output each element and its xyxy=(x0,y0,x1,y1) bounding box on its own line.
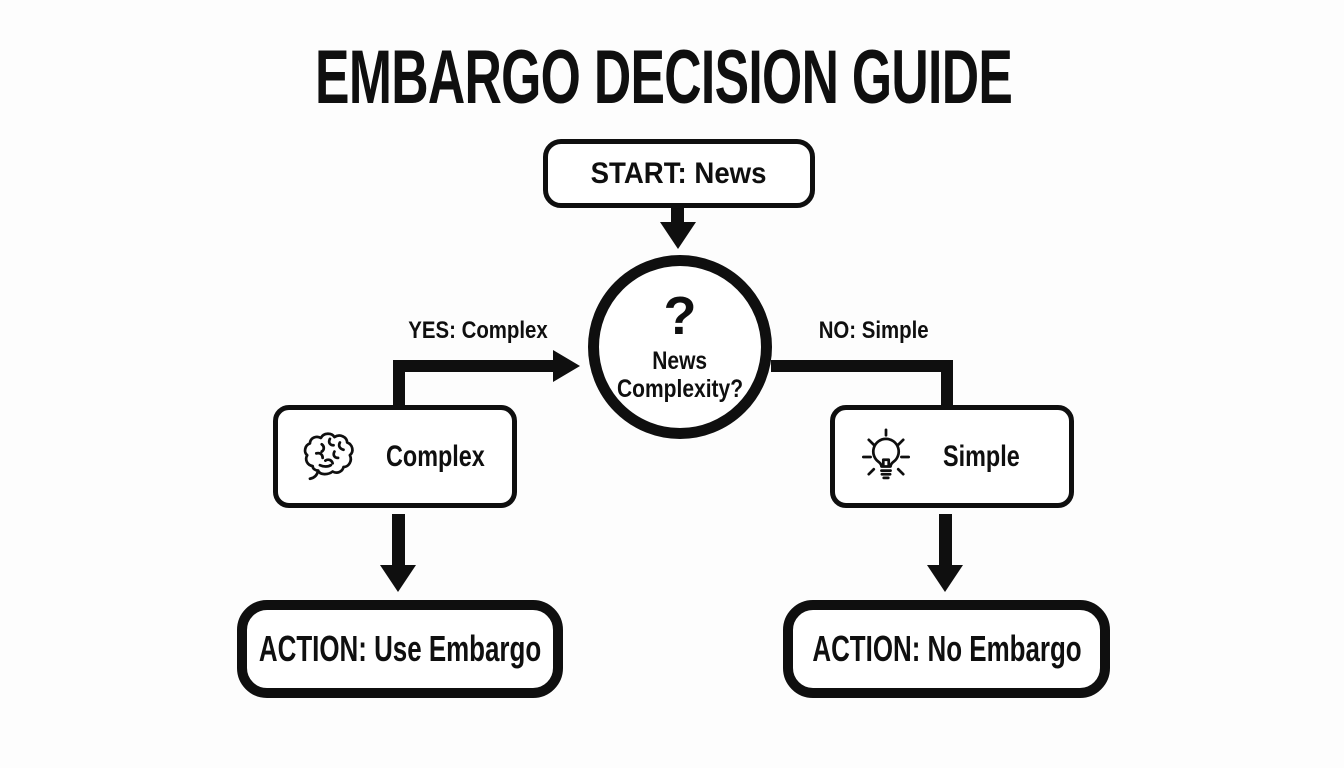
simple-node: Simple xyxy=(830,405,1074,508)
page-title-text: EMBARGO DECISION GUIDE xyxy=(315,35,1013,120)
decision-line-2: Complexity? xyxy=(616,374,744,403)
brain-icon xyxy=(303,431,354,480)
no-branch-label: NO: Simple xyxy=(819,317,929,344)
simple-label: Simple xyxy=(943,439,1020,473)
yes-connector-arrowhead-icon xyxy=(553,350,580,382)
action-no-embargo-node: ACTION: No Embargo xyxy=(783,600,1110,698)
complex-to-action-arrowhead-icon xyxy=(380,565,416,592)
action-use-embargo-label: ACTION: Use Embargo xyxy=(258,628,542,669)
start-node: START: News xyxy=(543,139,815,208)
complex-to-action-arrow-shaft xyxy=(392,514,405,567)
decision-line-1: News xyxy=(652,346,708,375)
start-label: START: News xyxy=(591,156,767,190)
lightbulb-icon xyxy=(861,427,911,479)
complex-label: Complex xyxy=(386,439,485,473)
action-no-embargo-label: ACTION: No Embargo xyxy=(811,628,1082,669)
no-connector-drop xyxy=(941,360,953,406)
yes-connector-line xyxy=(393,360,553,372)
question-mark-icon: ? xyxy=(663,286,697,347)
start-to-decision-arrowhead-icon xyxy=(660,222,696,249)
action-use-embargo-node: ACTION: Use Embargo xyxy=(237,600,563,698)
page-title: EMBARGO DECISION GUIDE xyxy=(0,40,1328,116)
yes-branch-label: YES: Complex xyxy=(408,317,548,344)
start-to-decision-arrow-shaft xyxy=(671,208,684,224)
decision-node: ? News Complexity? xyxy=(588,255,772,439)
no-connector-line xyxy=(771,360,953,372)
simple-to-action-arrowhead-icon xyxy=(927,565,963,592)
simple-to-action-arrow-shaft xyxy=(939,514,952,567)
complex-node: Complex xyxy=(273,405,517,508)
